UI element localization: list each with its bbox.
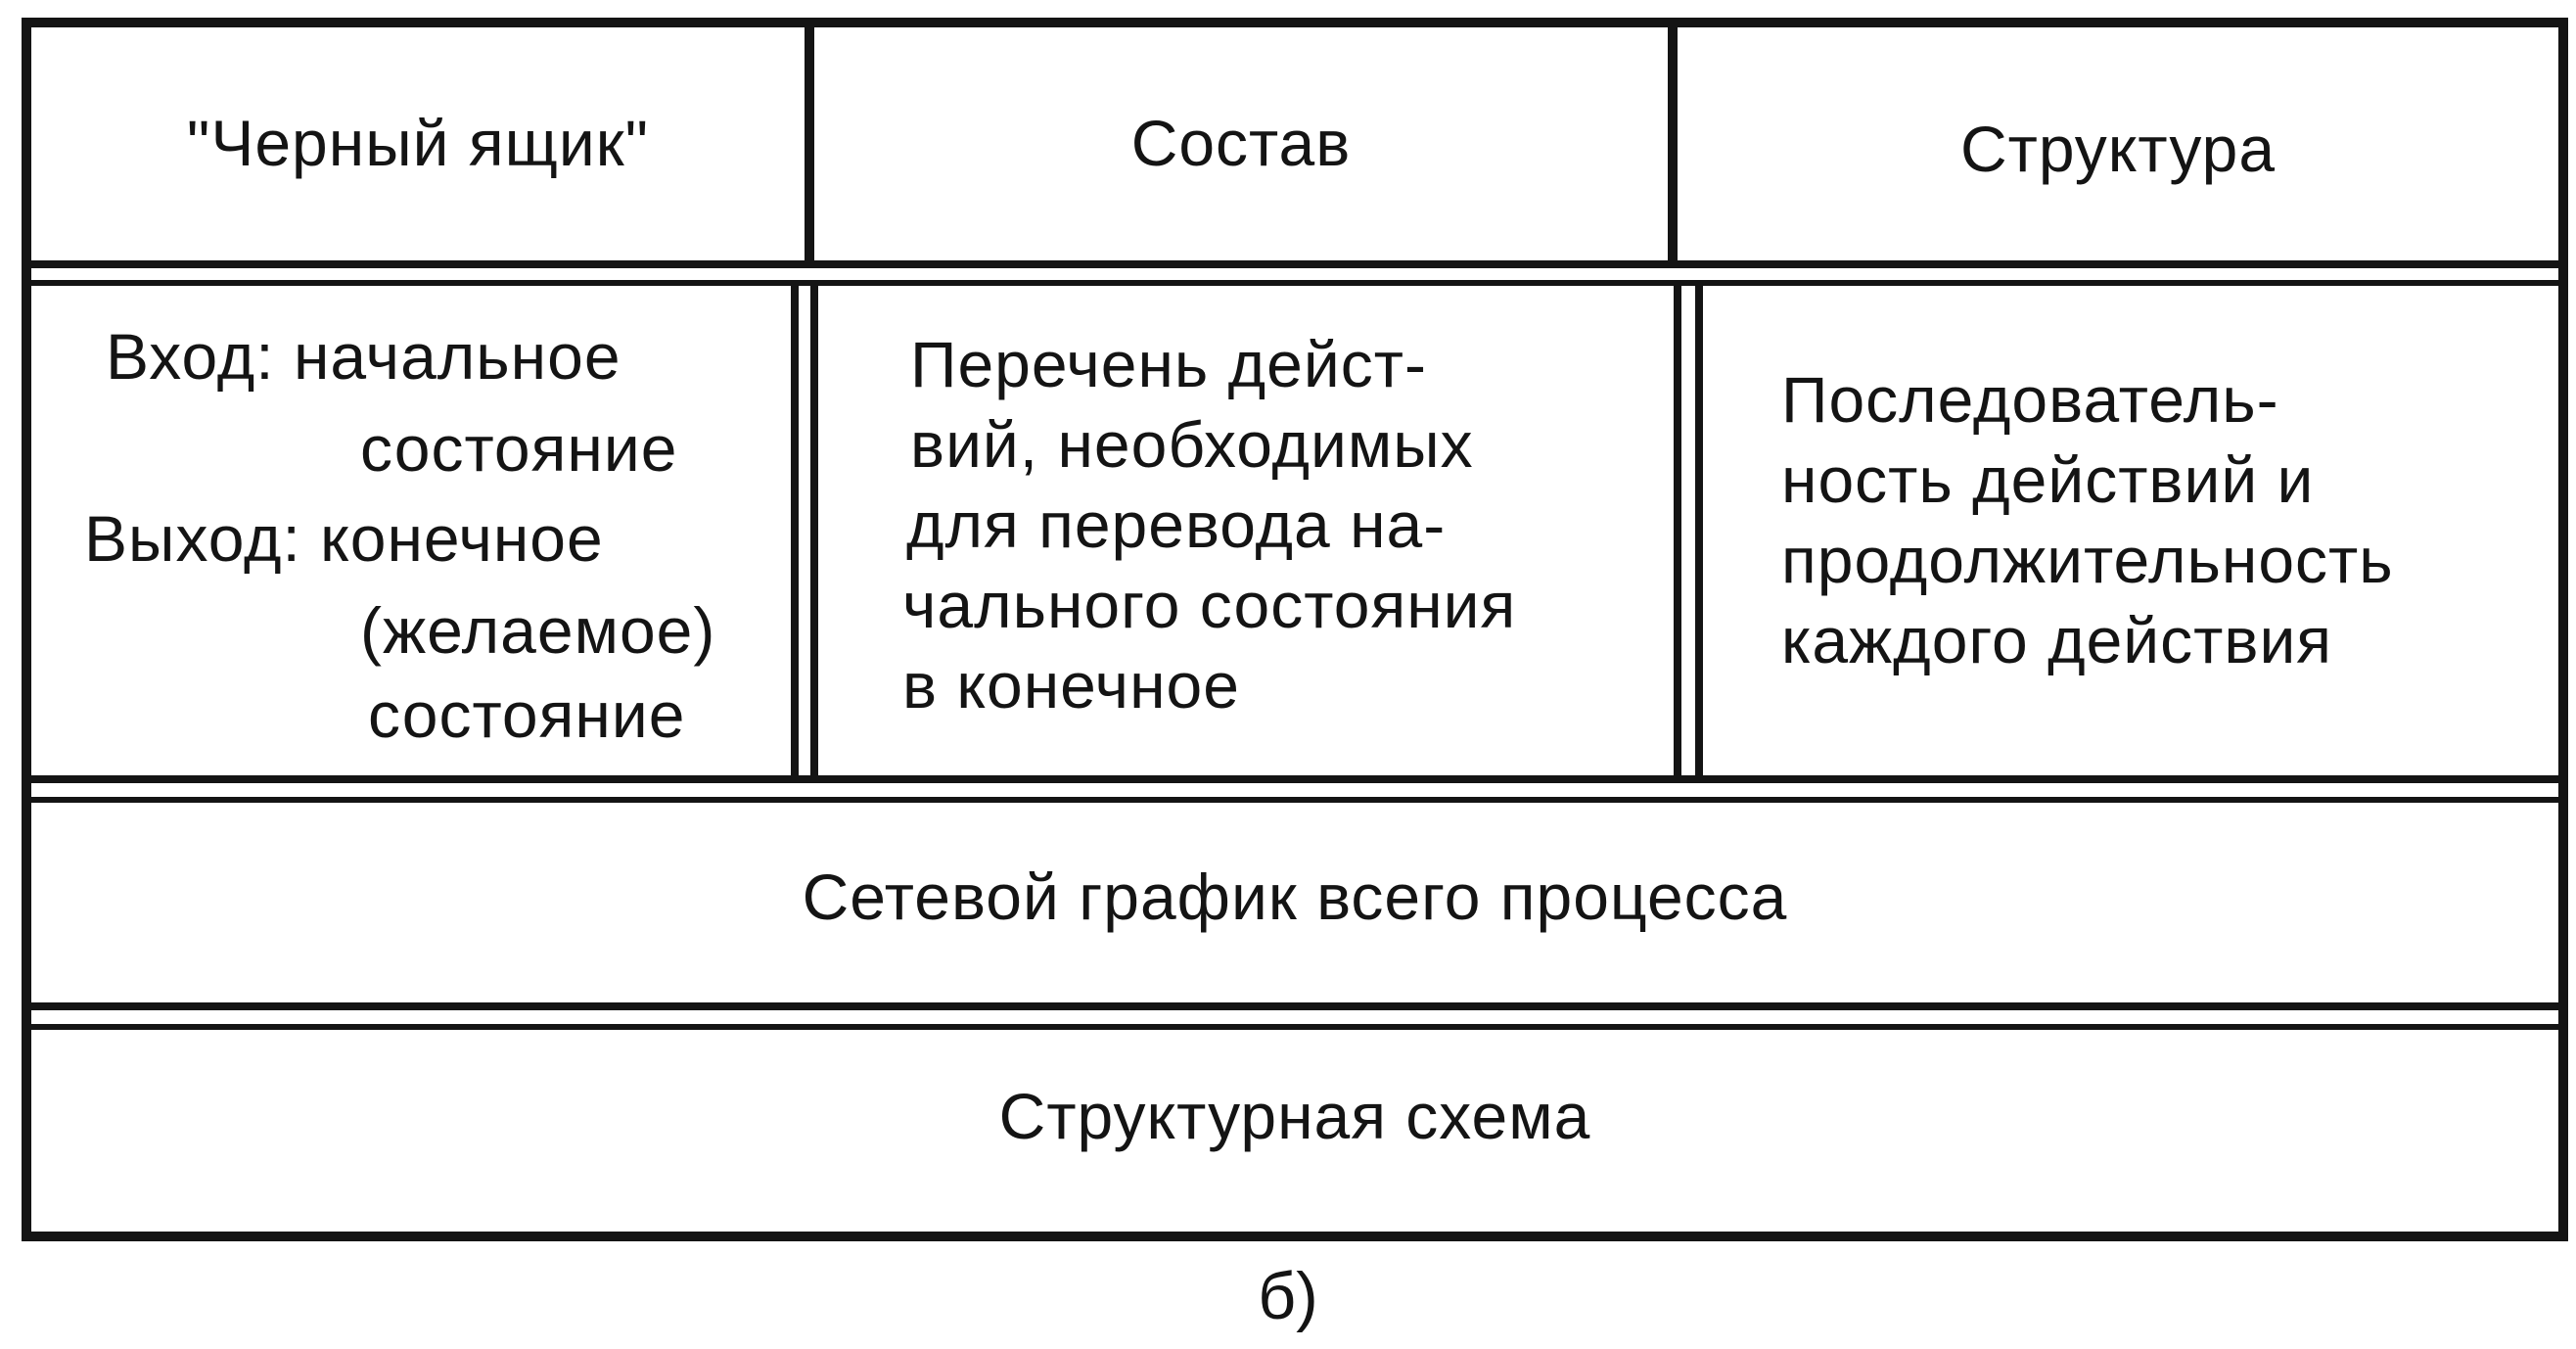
composition-line-5: в конечное bbox=[902, 649, 1240, 721]
black-box-input-line: Вход: начальное bbox=[106, 320, 621, 393]
header-separator-1 bbox=[22, 260, 2568, 268]
structural-scheme-row: Структурная схема bbox=[998, 1080, 1591, 1152]
body-separator-2 bbox=[22, 797, 2568, 803]
structure-line-3: продолжительность bbox=[1781, 524, 2394, 596]
black-box-output-line: Выход: конечное bbox=[84, 502, 604, 575]
body-divider-1a bbox=[791, 280, 799, 783]
network-separator-1 bbox=[22, 1002, 2568, 1010]
figure-caption: б) bbox=[1258, 1259, 1318, 1333]
header-composition: Состав bbox=[1130, 107, 1352, 179]
body-divider-1b bbox=[810, 280, 818, 783]
body-divider-2b bbox=[1695, 280, 1703, 783]
header-divider-2 bbox=[1668, 18, 1678, 268]
composition-line-4: чального состояния bbox=[902, 569, 1517, 641]
header-black-box: "Черный ящик" bbox=[186, 107, 650, 179]
composition-line-2: вий, необходимых bbox=[910, 408, 1474, 481]
network-separator-2 bbox=[22, 1024, 2568, 1030]
body-separator-1 bbox=[22, 775, 2568, 783]
frame-right bbox=[2558, 18, 2568, 1241]
structure-line-2: ность действий и bbox=[1781, 443, 2315, 516]
structure-line-1: Последователь- bbox=[1781, 363, 2279, 436]
network-schedule-row: Сетевой график всего процесса bbox=[802, 861, 1788, 933]
frame-left bbox=[22, 18, 31, 1241]
composition-line-3: для перевода на- bbox=[906, 488, 1447, 561]
body-divider-2a bbox=[1674, 280, 1681, 783]
black-box-desired-line: (желаемое) bbox=[360, 594, 716, 667]
header-divider-1 bbox=[805, 18, 814, 268]
structure-line-4: каждого действия bbox=[1781, 604, 2333, 676]
black-box-input-state-line: состояние bbox=[360, 412, 678, 485]
frame-top bbox=[22, 18, 2568, 27]
frame-bottom bbox=[22, 1232, 2568, 1241]
header-structure: Структура bbox=[1959, 113, 2277, 185]
black-box-output-state-line: состояние bbox=[368, 678, 686, 751]
header-separator-2 bbox=[22, 280, 2568, 286]
composition-line-1: Перечень дейст- bbox=[910, 328, 1427, 400]
